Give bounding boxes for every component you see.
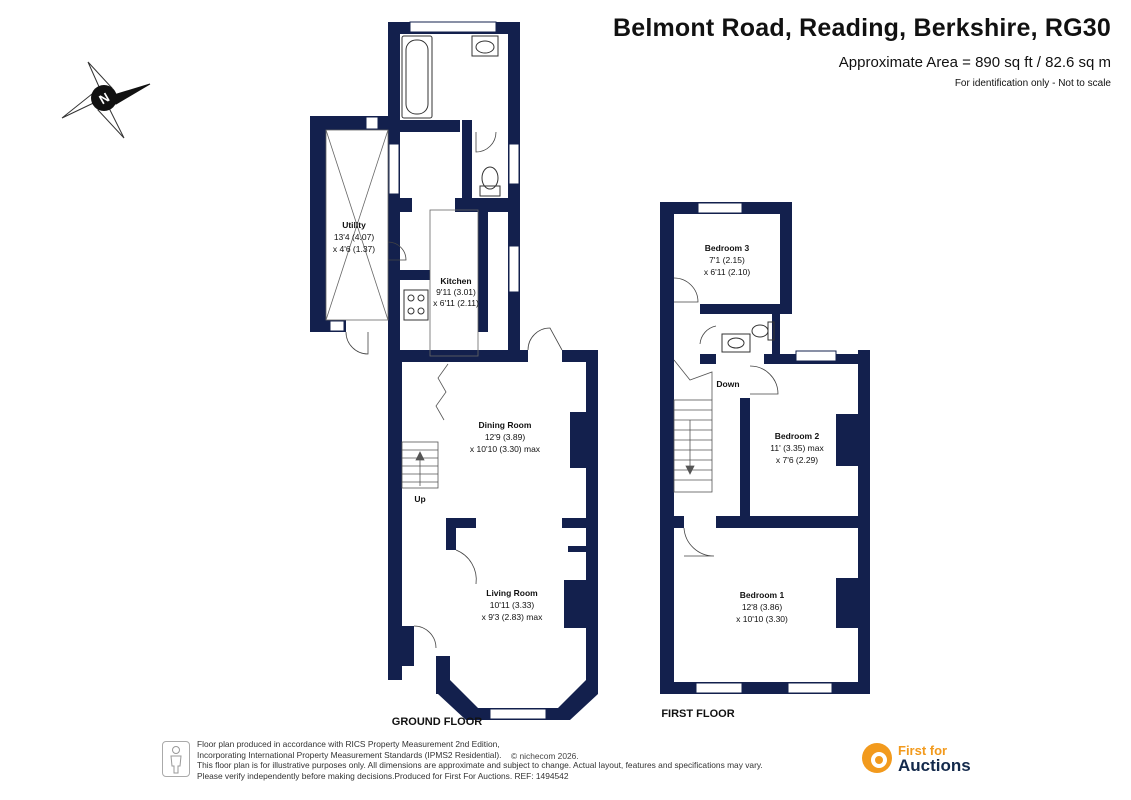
first-floor-label: FIRST FLOOR [661, 708, 734, 720]
utility-roof-lines [325, 129, 389, 321]
kitchen-dim1: 9'11 (3.01) [436, 287, 476, 297]
footer-line-4: Please verify independently before makin… [197, 771, 569, 782]
compass-icon: N [61, 61, 151, 139]
toilet-icon [479, 166, 501, 197]
ground-floor-label: GROUND FLOOR [392, 716, 482, 728]
bedroom2-dim1: 11' (3.35) max [770, 443, 824, 453]
brand-logo: First for Auctions [862, 743, 982, 777]
bedroom3-door [673, 277, 699, 303]
bedroom2-label: Bedroom 2 [775, 431, 820, 441]
identification-note: For identification only - Not to scale [954, 78, 1111, 89]
utility-label: Utility [342, 220, 366, 230]
bedroom1-label: Bedroom 1 [740, 590, 785, 600]
kitchen-door [527, 327, 563, 351]
front-door [413, 625, 437, 649]
brand-mark-icon [862, 743, 892, 773]
bedroom3-dim1: 7'1 (2.15) [709, 255, 745, 265]
bedroom3-label: Bedroom 3 [705, 243, 750, 253]
living-door [455, 549, 477, 585]
utility-dim1: 13'4 (4.07) [334, 232, 375, 242]
living-room-dim1: 10'11 (3.33) [490, 600, 535, 610]
first-stairs-label: Down [716, 379, 739, 389]
utility-back-door [345, 331, 369, 355]
ground-stairs [401, 441, 439, 489]
bath-icon [401, 35, 433, 119]
bedroom3-dim2: x 6'11 (2.10) [704, 267, 751, 277]
bedroom1-dim2: x 10'10 (3.30) [736, 614, 788, 624]
first-toilet-icon [751, 321, 775, 341]
first-windows [695, 202, 837, 694]
footer-line-1: Floor plan produced in accordance with R… [197, 739, 500, 749]
dining-bifold-door [435, 363, 449, 421]
approximate-area: Approximate Area = 890 sq ft / 82.6 sq m [838, 54, 1111, 71]
brand-line-1: First for [898, 743, 948, 758]
dining-room-dim1: 12'9 (3.89) [485, 432, 526, 442]
wc-door [699, 325, 717, 345]
footer-line-3: This floor plan is for illustrative purp… [197, 760, 763, 771]
footer-line-2: Incorporating International Property Mea… [197, 749, 502, 760]
ground-floor-walls [310, 22, 598, 720]
footer-disclaimer: Floor plan produced in accordance with R… [197, 739, 763, 782]
bedroom2-door [749, 365, 779, 395]
footer-copyright: © nichecom 2026. [511, 751, 579, 761]
living-room-dim2: x 9'3 (2.83) max [482, 612, 543, 622]
first-basin-icon [721, 333, 751, 353]
dining-room-dim2: x 10'10 (3.30) max [470, 444, 541, 454]
bathroom-door [475, 131, 497, 153]
utility-door [387, 241, 407, 261]
utility-dim2: x 4'6 (1.37) [333, 244, 375, 254]
kitchen-worktop [429, 209, 479, 357]
hob-icon [403, 289, 429, 321]
bedroom1-door [683, 527, 715, 557]
brand-line-2: Auctions [898, 756, 971, 775]
kitchen-dim2: x 6'11 (2.11) [433, 298, 479, 308]
basin-icon [471, 35, 499, 57]
living-room-label: Living Room [486, 588, 538, 598]
ground-windows [329, 21, 547, 720]
first-stairs [673, 359, 713, 493]
page-title: Belmont Road, Reading, Berkshire, RG30 [613, 14, 1111, 42]
bedroom1-dim1: 12'8 (3.86) [742, 602, 783, 612]
first-floor-walls [660, 202, 870, 694]
person-icon [162, 741, 190, 777]
kitchen-label: Kitchen [440, 276, 471, 286]
bedroom2-dim2: x 7'6 (2.29) [776, 455, 818, 465]
ground-stairs-label: Up [414, 494, 425, 504]
dining-room-label: Dining Room [479, 420, 532, 430]
